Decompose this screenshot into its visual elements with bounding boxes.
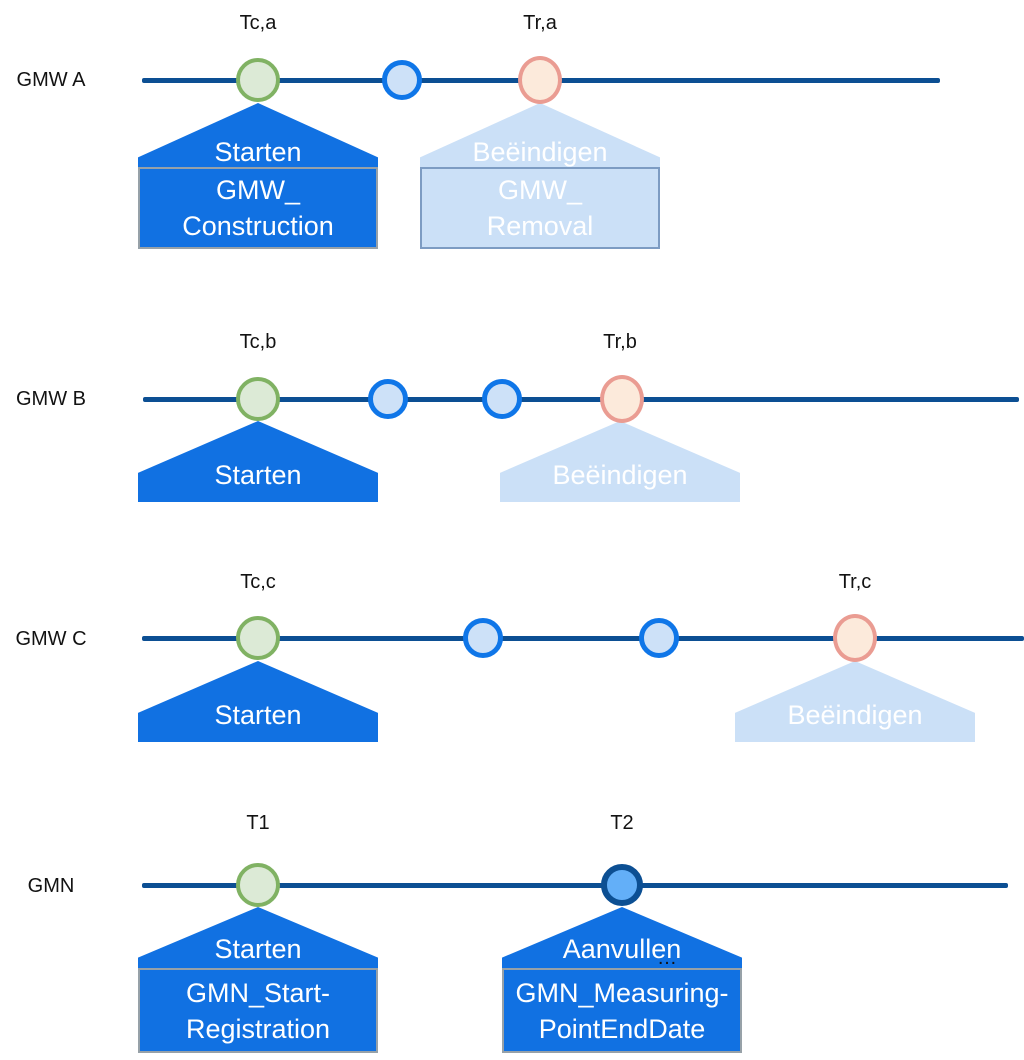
callout-box-gmw-removal: GMW_ Removal — [420, 167, 660, 249]
callout-box-gmn-measuringpoint-enddate: GMN_Measuring- PointEndDate — [502, 968, 742, 1053]
callout-starten-gmw-a: Starten — [138, 103, 378, 167]
tick-label-t1: T1 — [246, 812, 270, 834]
marker-blue-circle — [482, 379, 522, 419]
timeline-gmn — [142, 883, 1008, 888]
tick-label-trc: Tr,c — [838, 571, 872, 593]
marker-navy-circle — [601, 864, 643, 906]
marker-salmon-circle — [833, 614, 877, 662]
tick-label-tca: Tc,a — [239, 12, 277, 34]
callout-box-gmn-start-registration: GMN_Start- Registration — [138, 968, 378, 1053]
marker-blue-circle — [382, 60, 422, 100]
box-line: Registration — [185, 1013, 331, 1044]
callout-box-gmw-construction: GMW_ Construction — [138, 167, 378, 249]
row-label-gmn: GMN — [27, 875, 75, 897]
tick-label-t2: T2 — [610, 812, 634, 834]
marker-salmon-circle — [600, 375, 644, 423]
callout-beeindigen-gmw-b: Beëindigen — [500, 421, 740, 502]
callout-title: Beëindigen — [472, 137, 608, 167]
marker-blue-circle — [368, 379, 408, 419]
timeline-gmw-b — [143, 397, 1019, 402]
callout-beeindigen-gmw-a: Beëindigen — [420, 103, 660, 167]
marker-green-circle — [236, 377, 280, 421]
tick-label-tra: Tr,a — [523, 12, 557, 34]
callout-starten-gmw-c: Starten — [138, 661, 378, 742]
row-label-gmw-c: GMW C — [15, 628, 87, 650]
callout-title: Aanvullen — [562, 934, 682, 964]
marker-green-circle — [236, 863, 280, 907]
box-line: GMW_ — [498, 175, 582, 205]
callout-title: Starten — [214, 700, 302, 730]
box-line: GMN_Start- — [185, 977, 331, 1008]
callout-beeindigen-gmw-c: Beëindigen — [735, 661, 975, 742]
marker-salmon-circle — [518, 56, 562, 104]
marker-green-circle — [236, 616, 280, 660]
tick-label-tcb: Tc,b — [239, 331, 277, 353]
callout-title: Starten — [214, 137, 302, 167]
box-line: GMW_ — [216, 175, 300, 205]
callout-aanvullen-gmn: Aanvullen — [502, 907, 742, 968]
tick-label-trb: Tr,b — [603, 331, 637, 353]
tick-label-tcc: Tc,c — [240, 571, 276, 593]
callout-title: Beëindigen — [787, 700, 923, 730]
callout-title: Starten — [214, 460, 302, 490]
timeline-gmw-c — [142, 636, 1024, 641]
row-label-gmw-b: GMW B — [16, 388, 86, 410]
callout-starten-gmn: Starten — [138, 907, 378, 968]
marker-blue-circle — [463, 618, 503, 658]
callout-title: Starten — [214, 934, 302, 964]
box-line: Construction — [182, 211, 334, 241]
callout-starten-gmw-b: Starten — [138, 421, 378, 502]
marker-blue-circle — [639, 618, 679, 658]
row-label-gmw-a: GMW A — [16, 69, 86, 91]
callout-title: Beëindigen — [552, 460, 688, 490]
marker-green-circle — [236, 58, 280, 102]
ellipsis-text: … — [657, 947, 679, 969]
box-line: Removal — [486, 211, 594, 241]
box-line: PointEndDate — [538, 1013, 706, 1044]
box-line: GMN_Measuring- — [515, 977, 729, 1008]
